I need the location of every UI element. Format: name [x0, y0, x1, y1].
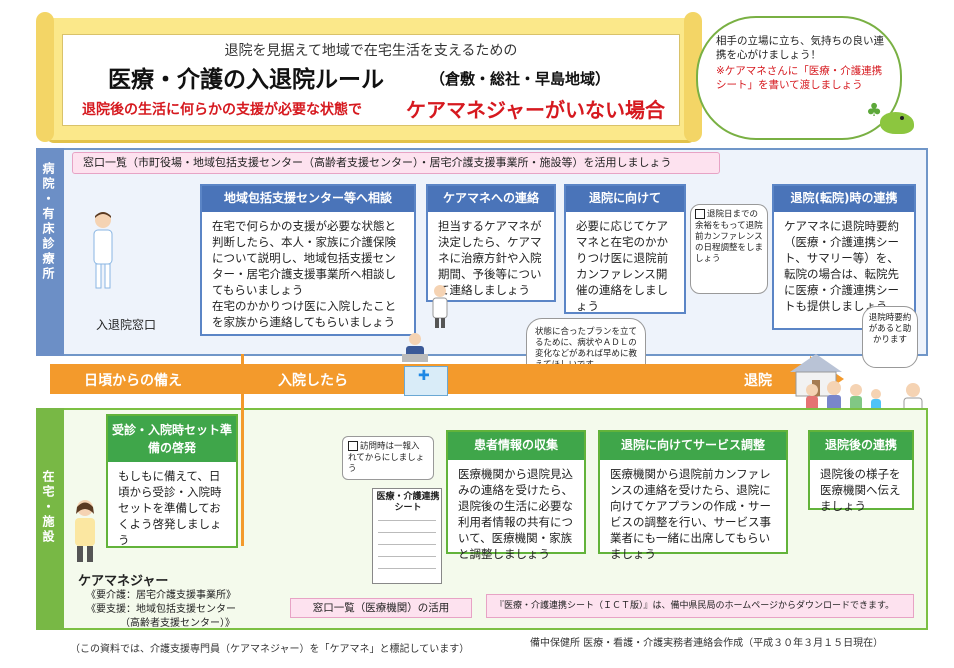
home-step-kit-awareness: 受診・入院時セット準備の啓発 もしもに備えて、日頃から受診・入院時セットを準備し… — [106, 414, 238, 548]
bird-icon — [880, 112, 914, 134]
cloud-text: 相手の立場に立ち、気持ちの良い連携を心がけましょう！ — [716, 35, 884, 61]
hospital-step-caremanager-contact: ケアマネへの連絡 担当するケアマネが決定したら、ケアマネに治療方針や入院期間、予… — [426, 184, 556, 302]
timeline-stage-discharge: 退院 — [744, 373, 772, 389]
step-body: 医療機関から退院前カンファレンスの連絡を受けたら、退院に向けてケアプランの作成・… — [610, 467, 771, 561]
timeline-stage-prepare: 日頃からの備え — [84, 373, 182, 389]
step-body: 医療機関から退院見込みの連絡を受けたら、退院後の生活に必要な利用者情報の共有につ… — [458, 467, 573, 561]
footer-credit: 備中保健所 医療・看護・介護実務者連絡会作成（平成３０年３月１５日現在） — [530, 638, 884, 649]
step-body: ケアマネに退院時要約（医療・介護連携シート、サマリー等）を、転院の場合は、転院先… — [784, 219, 899, 313]
care-manager-label: ケアマネジャー — [78, 574, 169, 589]
title-panel — [62, 34, 680, 126]
hospital-sticky-note: 退院日までの余裕をもって退院前カンファレンスの日程調整をしましょう — [690, 204, 768, 294]
step-heading: 退院に向けてサービス調整 — [600, 432, 786, 460]
home-sticky-note: 訪問時は一報入れてからにしましょう — [342, 436, 434, 480]
footer-note: （この資料では、介護支援専門員（ケアマネジャー）を「ケアマネ」と標記しています） — [70, 644, 470, 655]
office-worker-icon — [402, 333, 428, 362]
care-manager-line3: （高齢者支援センター）》 — [120, 618, 235, 629]
care-manager-icon — [75, 500, 95, 562]
step-heading: 退院に向けて — [566, 186, 684, 212]
sheet-line — [378, 520, 436, 521]
step-heading: 退院(転院)時の連携 — [774, 186, 914, 212]
main-title: 医療・介護の入退院ルール — [108, 67, 384, 93]
clover-icon: ♣ — [866, 100, 883, 121]
step-heading: 退院後の連携 — [810, 432, 912, 460]
home-zone-label-bar — [36, 408, 64, 630]
hospital-zone-label: 病院・有床診療所 — [41, 162, 55, 282]
step-heading: ケアマネへの連絡 — [428, 186, 554, 212]
step-body: もしもに備えて、日頃から受診・入院時セットを準備しておくよう啓発しましょう — [118, 469, 222, 547]
region-label: （倉敷・総社・早島地域） — [430, 70, 611, 88]
home-step-collect-info: 患者情報の収集 医療機関から退院見込みの連絡を受けたら、退院後の生活に必要な利用… — [446, 430, 586, 561]
checkbox-icon — [348, 441, 358, 451]
sheet-line — [378, 544, 436, 545]
ict-download-note: 『医療・介護連携シート（ＩＣＴ版）』は、備中県民局のホームページからダウンロード… — [486, 594, 914, 618]
nurse-label: 入退院窓口 — [96, 318, 157, 332]
hospital-window-note: 窓口一覧（市町役場・地域包括支援センター（高齢者支援センター）・居宅介護支援事業… — [72, 152, 720, 174]
hospital-cross-icon: ✚ — [418, 368, 430, 384]
hospital-icon — [404, 366, 448, 396]
checkbox-icon — [695, 209, 705, 219]
home-step-service-coordination: 退院に向けてサービス調整 医療機関から退院前カンファレンスの連絡を受けたら、退院… — [598, 430, 788, 561]
care-manager-line2: 《要支援：地域包括支援センター — [86, 604, 236, 615]
sheet-line — [378, 532, 436, 533]
care-manager-line1: 《要介護：居宅介護支援事業所》 — [86, 590, 236, 601]
condition-highlight: ケアマネジャーがいない場合 — [406, 98, 665, 122]
step-heading: 受診・入院時セット準備の啓発 — [108, 416, 236, 462]
sheet-line — [378, 568, 436, 569]
sticky-text: 訪問時は一報入れてからにしましょう — [348, 441, 425, 474]
hospital-step-consult: 地域包括支援センター等へ相談 在宅で何らかの支援が必要な状態と判断したら、本人・… — [200, 184, 416, 336]
home-zone-label: 在宅・施設 — [41, 470, 55, 545]
home-window-note: 窓口一覧（医療機関）の活用 — [290, 598, 472, 618]
condition-text: 退院後の生活に何らかの支援が必要な状態で — [82, 102, 362, 118]
bird-eye — [900, 116, 904, 120]
step-heading: 地域包括支援センター等へ相談 — [202, 186, 414, 212]
step-heading: 患者情報の収集 — [448, 432, 584, 460]
step-body: 必要に応じてケアマネと在宅のかかりつけ医に退院前カンファレンス開催の連絡をしまし… — [576, 219, 669, 313]
hospital-zone-label-bar — [36, 148, 64, 356]
connector-line — [241, 354, 244, 546]
sheet-line — [378, 556, 436, 557]
step-body: 担当するケアマネが決定したら、ケアマネに治療方針や入院期間、予後等について連絡し… — [438, 219, 542, 297]
hospital-step-discharge-liaison: 退院(転院)時の連携 ケアマネに退院時要約（医療・介護連携シート、サマリー等）を… — [772, 184, 916, 330]
step-body: 退院後の様子を医療機関へ伝えましょう — [820, 467, 901, 513]
hospital-step-toward-discharge: 退院に向けて 必要に応じてケアマネと在宅のかかりつけ医に退院前カンファレンス開催… — [564, 184, 686, 314]
nurse-icon — [93, 212, 113, 289]
home-step-post-discharge: 退院後の連携 退院後の様子を医療機関へ伝えましょう — [808, 430, 914, 513]
hospital-speech-bubble: 退院時要約があると助かります — [862, 306, 918, 368]
doctor-icon — [432, 285, 448, 328]
step-body: 在宅で何らかの支援が必要な状態と判断したら、本人・家族に介護保険について説明し、… — [212, 219, 397, 329]
liaison-sheet-title: 医療・介護連携シート — [376, 492, 440, 513]
timeline-stage-admitted: 入院したら — [278, 373, 348, 389]
subtitle: 退院を見据えて地域で在宅生活を支えるための — [224, 43, 518, 59]
sticky-text: 退院日までの余裕をもって退院前カンファレンスの日程調整をしましょう — [695, 209, 764, 264]
advice-cloud — [696, 16, 902, 140]
cloud-note: ※ケアマネさんに「医療・介護連携シート」を書いて渡しましょう — [716, 65, 883, 91]
